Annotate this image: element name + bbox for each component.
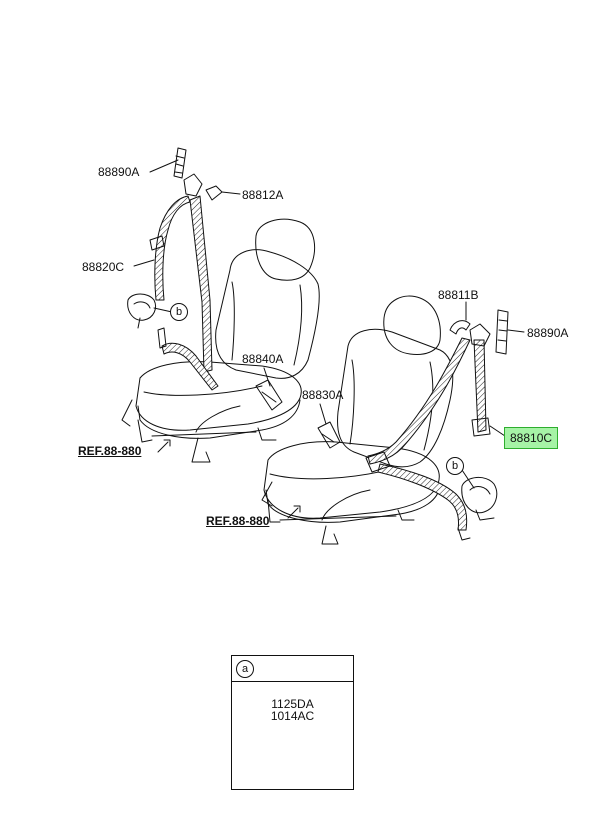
- leader-lines: [133, 159, 525, 489]
- callout-b-left: b: [170, 303, 188, 321]
- label-88840a: 88840A: [242, 352, 284, 366]
- label-88830a: 88830A: [302, 388, 344, 402]
- inset-part-1125da: 1125DA: [271, 697, 314, 711]
- inset-callout-a: a: [236, 660, 254, 678]
- inset-header: a: [232, 656, 353, 682]
- label-88810c-highlighted[interactable]: 88810C: [504, 427, 559, 449]
- right-seat: [261, 295, 509, 545]
- ref-label-left[interactable]: REF.88-880: [78, 444, 142, 458]
- label-88812a: 88812A: [242, 188, 284, 202]
- label-88820c: 88820C: [82, 260, 125, 274]
- label-88890a-right: 88890A: [527, 326, 569, 340]
- ref-label-right[interactable]: REF.88-880: [206, 514, 270, 528]
- inset-part-1014ac: 1014AC: [270, 709, 315, 723]
- left-seat: [121, 147, 320, 463]
- label-88890a-left: 88890A: [98, 165, 140, 179]
- label-88811b: 88811B: [438, 288, 479, 302]
- callout-b-right: b: [446, 457, 464, 475]
- fastener-inset: a 1125DA 1014AC: [231, 655, 354, 790]
